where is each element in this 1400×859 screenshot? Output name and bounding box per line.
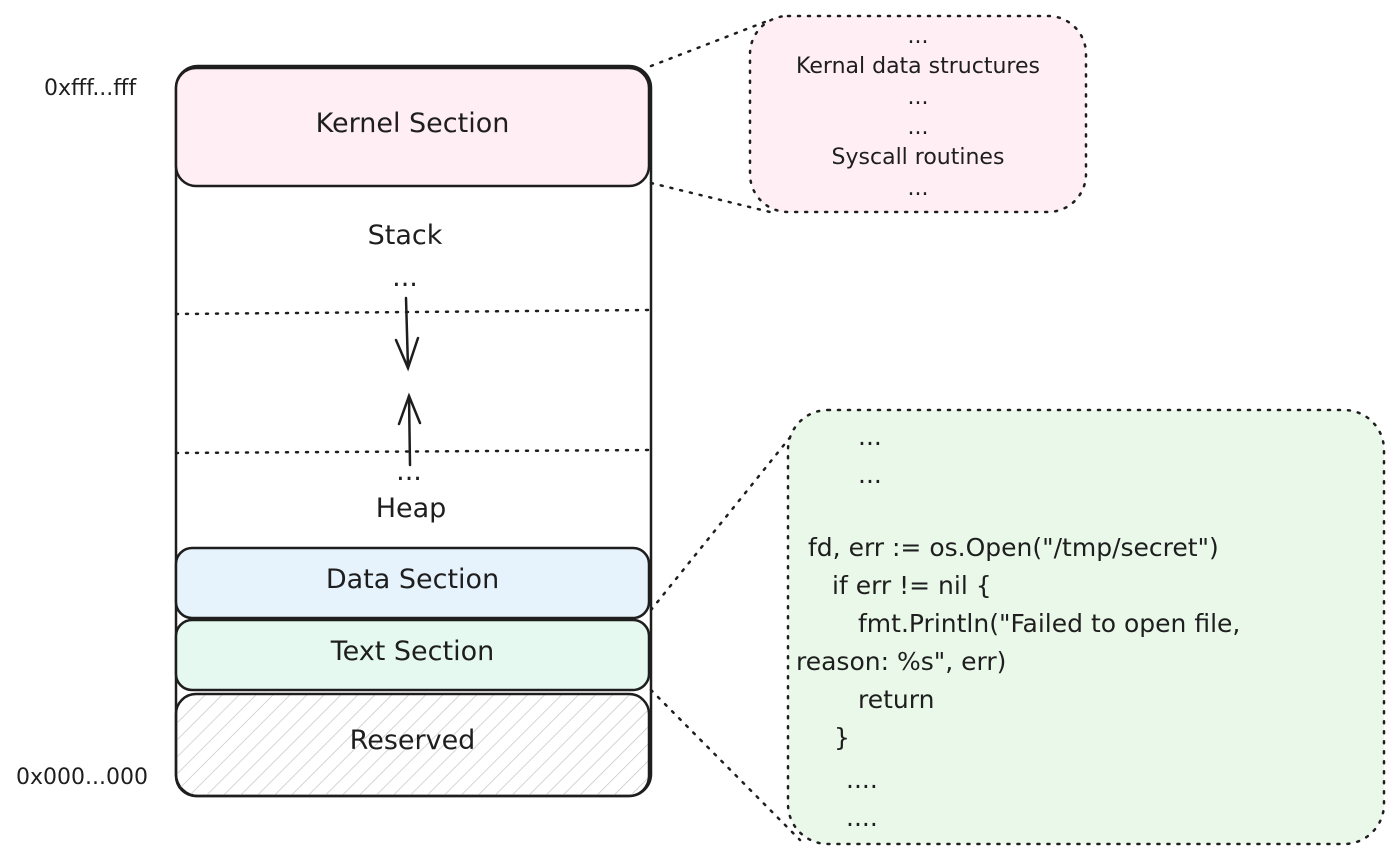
reserved-label: Reserved xyxy=(349,725,476,756)
kernel-callout-line: Syscall routines xyxy=(831,145,1005,170)
code-line: } xyxy=(834,723,850,752)
data-section-label: Data Section xyxy=(325,564,500,595)
heap-boundary-line xyxy=(174,448,653,455)
code-line: .... xyxy=(846,765,878,794)
kernel-callout-box xyxy=(748,14,1088,214)
top-address-label: 0xfff...fff xyxy=(44,76,137,101)
code-callout-box xyxy=(786,408,1386,846)
code-line: return xyxy=(858,685,935,714)
heap-ellipsis: ... xyxy=(396,456,422,487)
text-section-label: Text Section xyxy=(330,636,495,667)
code-callout-connector-bottom xyxy=(649,688,802,842)
stack-growth-arrow xyxy=(394,296,420,372)
code-callout-connector-top xyxy=(649,423,802,612)
heap-label: Heap xyxy=(375,493,447,524)
data-section-box xyxy=(174,546,651,620)
heap-growth-arrow xyxy=(397,392,422,467)
stack-label: Stack xyxy=(367,220,443,251)
code-line: ... xyxy=(858,460,882,489)
kernel-callout-line: Kernal data structures xyxy=(796,54,1040,79)
kernel-section-box xyxy=(174,66,651,188)
stack-boundary-line xyxy=(174,308,653,316)
code-line: fd, err := os.Open("/tmp/secret") xyxy=(808,533,1219,562)
kernel-callout-connector-top xyxy=(649,18,772,68)
kernel-callout-line: ... xyxy=(907,24,929,49)
code-line: reason: %s", err) xyxy=(796,647,1007,676)
code-line: fmt.Println("Failed to open file, xyxy=(858,609,1241,638)
text-section-box xyxy=(174,618,651,692)
kernel-callout-line: ... xyxy=(907,85,929,110)
code-line: ... xyxy=(858,422,882,451)
bottom-address-label: 0x000...000 xyxy=(16,765,148,790)
code-line: if err != nil { xyxy=(832,571,992,600)
reserved-section-box xyxy=(174,692,651,798)
kernel-callout-line: ... xyxy=(907,176,929,201)
kernel-section-label: Kernel Section xyxy=(315,108,510,139)
kernel-callout-connector-bottom xyxy=(649,181,772,214)
stack-ellipsis: ... xyxy=(392,262,418,293)
code-line: .... xyxy=(846,803,878,832)
kernel-callout-line: ... xyxy=(907,115,929,140)
